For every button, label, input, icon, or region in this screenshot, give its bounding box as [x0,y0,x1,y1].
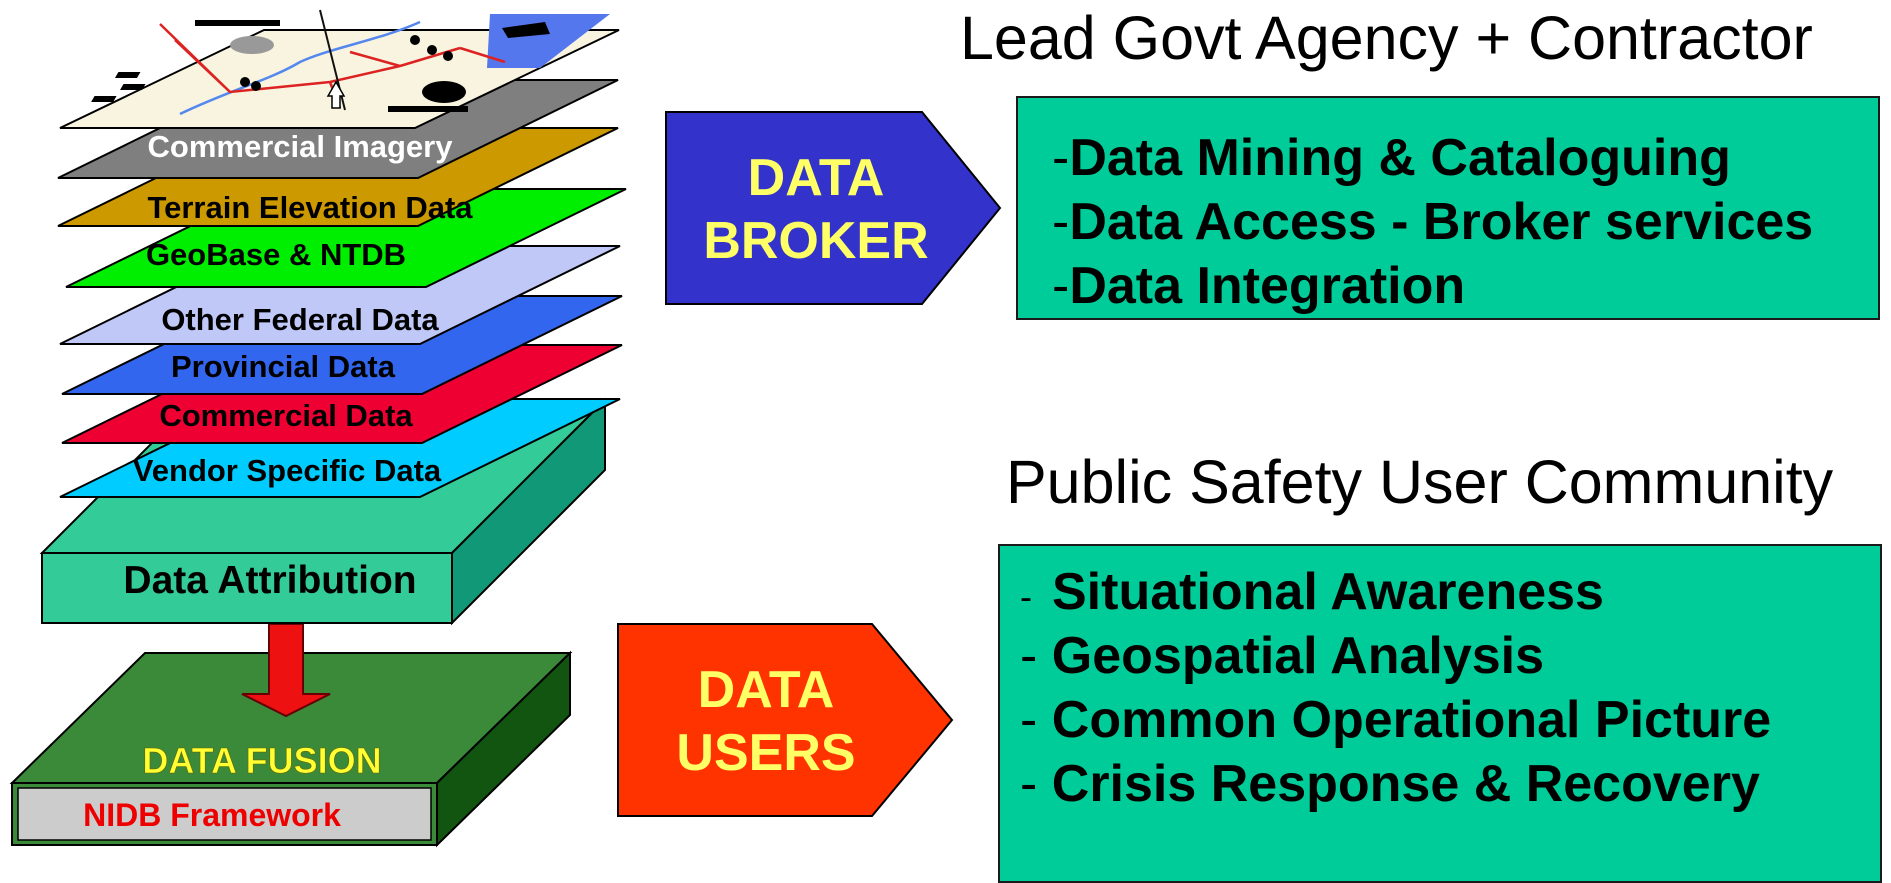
user-community-heading: Public Safety User Community [1006,448,1834,516]
river-line [179,20,421,116]
data-attribution-label: Data Attribution [123,559,416,602]
user-item-2: - Geospatial Analysis [1020,627,1545,685]
broker-item-2: -Data Access - Broker services [1052,193,1814,251]
layer-geobase-ntdb: GeoBase & NTDB [65,188,627,288]
down-arrow-icon [241,623,331,718]
layer-label: Other Federal Data [161,302,439,337]
user-item-1: - Situational Awareness [1020,563,1604,621]
data-users-arrow: DATA USERS [617,623,954,817]
layer-label: Vendor Specific Data [133,453,442,488]
layer-label: GeoBase & NTDB [146,237,406,272]
broker-services-panel: -Data Mining & Cataloguing -Data Access … [1016,96,1880,320]
user-item-4: - Crisis Response & Recovery [1020,755,1760,813]
broker-item-3: -Data Integration [1052,257,1466,315]
data-fusion-block: DATA FUSION NIDB Framework [9,650,573,848]
data-layer-stack: DATA FUSION NIDB Framework Data Attribut… [9,9,627,848]
layer-label: Commercial Imagery [148,129,454,164]
layer-other-federal-data: Other Federal Data [59,245,621,345]
broker-line2: BROKER [703,212,928,270]
broker-shape [665,111,1002,305]
users-line1: DATA [698,661,835,719]
users-shape [617,623,954,817]
broker-item-1: -Data Mining & Cataloguing [1052,129,1731,187]
user-capabilities-panel: - Situational Awareness - Geospatial Ana… [998,544,1882,883]
layer-label: Provincial Data [171,349,396,384]
layer-label: Terrain Elevation Data [147,190,473,225]
data-fusion-label: DATA FUSION [142,740,381,781]
map-layer [59,9,620,129]
layer-vendor-specific-data: Vendor Specific Data [59,398,621,498]
user-item-3: - Common Operational Picture [1020,691,1772,749]
lead-agency-heading: Lead Govt Agency + Contractor [960,4,1813,72]
nidb-framework-label: NIDB Framework [83,797,341,833]
layer-label: Commercial Data [159,398,413,433]
data-broker-arrow: DATA BROKER [665,111,1002,305]
broker-line1: DATA [748,149,885,207]
users-line2: USERS [676,724,855,782]
